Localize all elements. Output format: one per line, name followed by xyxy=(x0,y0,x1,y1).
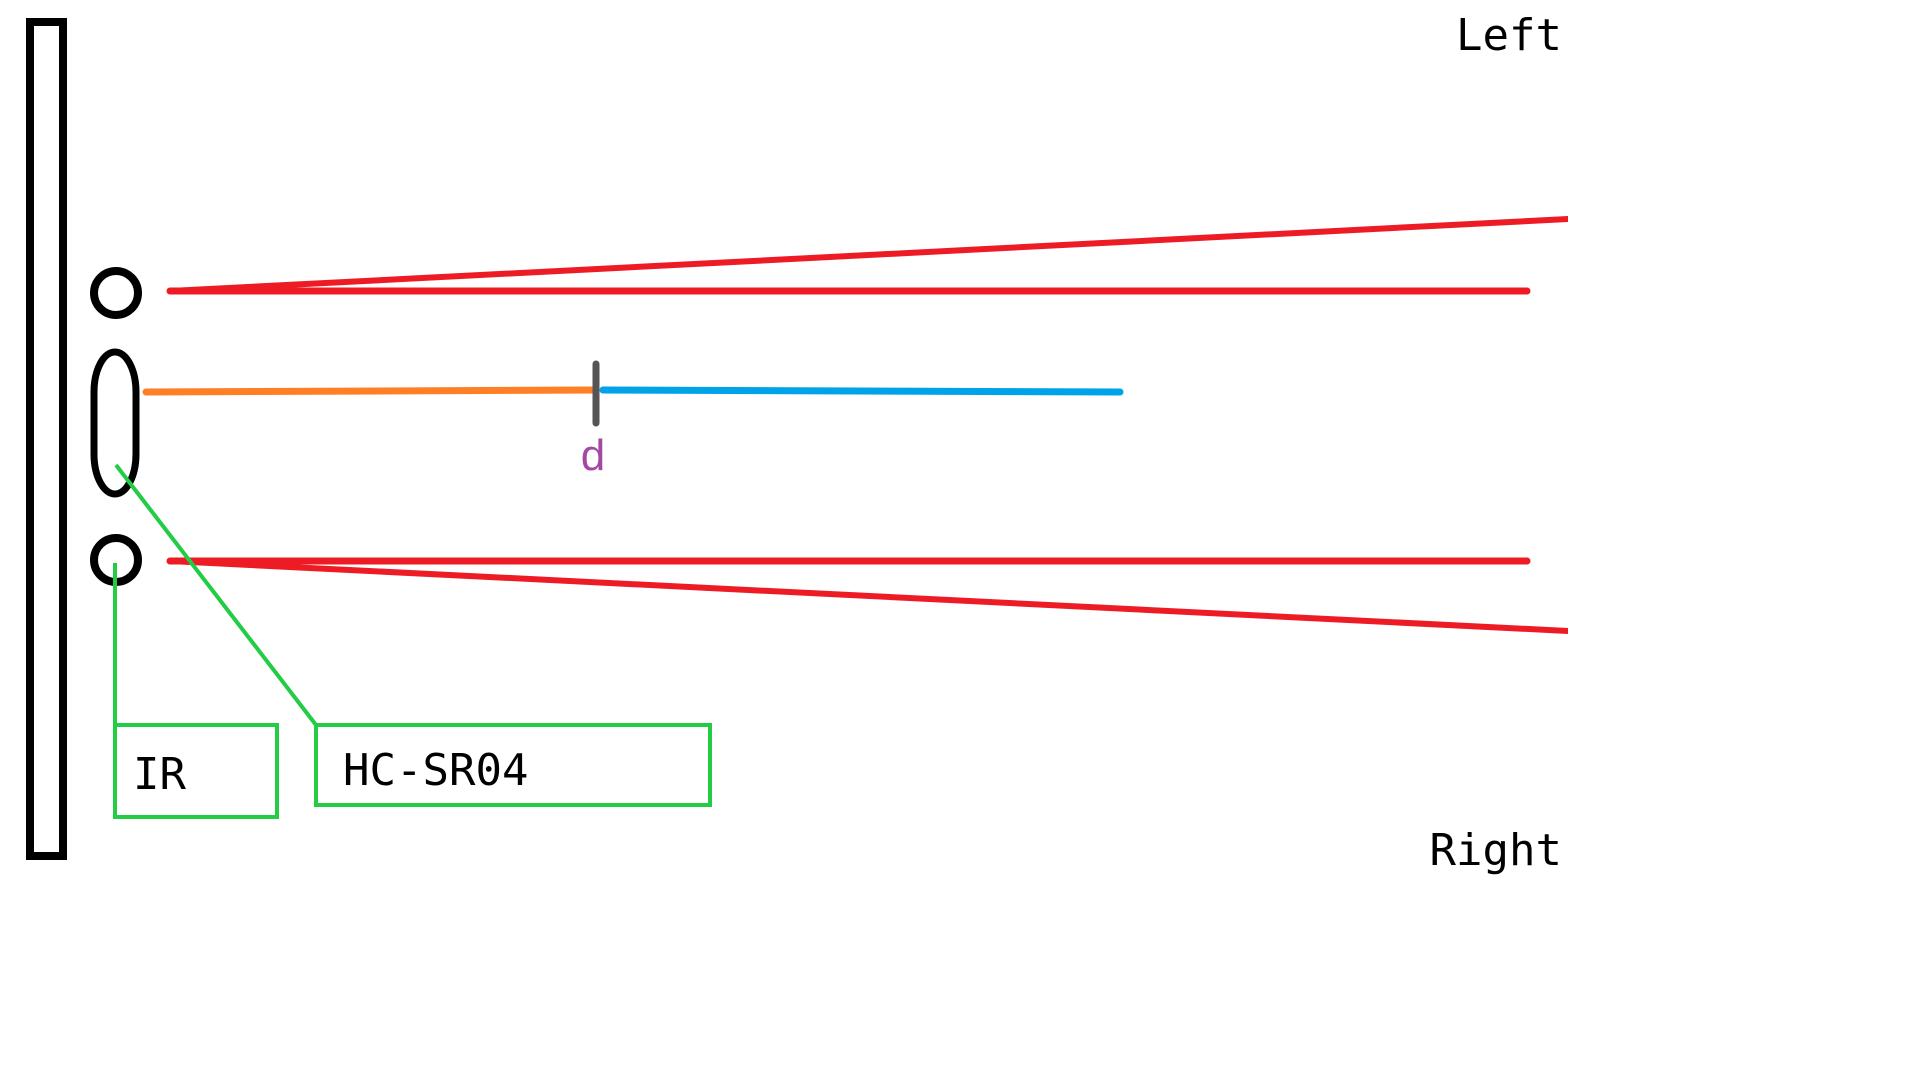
left-ir-beam-edge xyxy=(167,216,1568,294)
ir-callout-box xyxy=(113,723,279,819)
ultrasonic-callout-box xyxy=(314,723,712,807)
left-side-label: Left xyxy=(1456,10,1562,61)
left-ir-sensor xyxy=(90,267,142,319)
ir-callout-label: IR xyxy=(133,749,186,800)
ultrasonic-callout-label: HC-SR04 xyxy=(343,745,528,796)
mounting-board xyxy=(26,18,67,860)
measured-distance-path xyxy=(142,386,600,396)
remaining-range-path xyxy=(599,386,1124,396)
right-ir-beam xyxy=(166,557,1568,634)
ultrasonic-sensor xyxy=(90,348,140,498)
distance-label: d xyxy=(581,431,605,480)
diagram-canvas: d IR HC-SR04 Left Right xyxy=(26,10,1568,876)
right-ir-beam-edge xyxy=(167,558,1568,634)
left-ir-beam xyxy=(166,216,1568,295)
right-side-label: Right xyxy=(1430,825,1562,876)
ultrasonic-callout-leader xyxy=(114,463,318,727)
sensor-diagram: d IR HC-SR04 Left Right xyxy=(26,10,1568,876)
